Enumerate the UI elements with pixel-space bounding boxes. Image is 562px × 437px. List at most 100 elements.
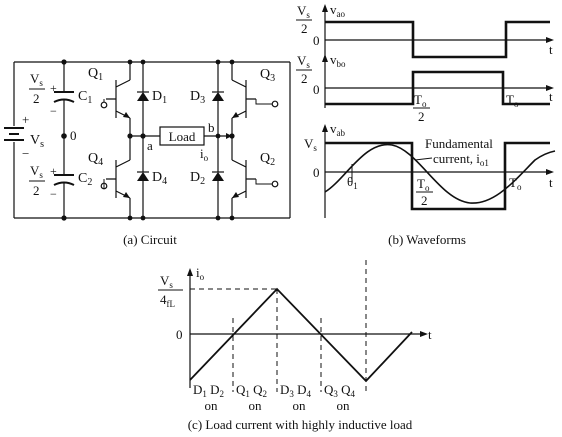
theta-label: θ1 [347,174,358,191]
d2-label: D2 [190,170,205,187]
node-b-label: b [208,120,215,135]
vab-zero: 0 [313,165,320,180]
io-axis-label: io [196,265,205,282]
fundamental-current [324,143,556,204]
q4-transistor [106,159,131,199]
vbo-zero: 0 [313,82,320,97]
cap2-bottom-plate [53,181,75,186]
node-midpoint [61,133,67,139]
vao-waveform [325,20,550,59]
interval-q1q2: Q1 Q2 [236,382,267,399]
bottom-cap-voltage: Vs 2 [29,163,45,198]
svg-text:on: on [293,398,307,413]
d3-label: D3 [190,89,205,106]
q2-gate-terminal [271,180,279,188]
left-leg-wires [129,62,160,218]
svg-text:2: 2 [33,183,40,198]
svg-text:Vs: Vs [297,53,310,70]
caption-load-current: (c) Load current with highly inductive l… [188,417,413,432]
cap1-label: C1 [78,89,92,106]
d4-label: D4 [152,170,167,187]
svg-text:2: 2 [421,193,428,208]
interval-q3q4: Q3 Q4 [324,382,356,399]
load-current-label: io [200,146,209,163]
source-label: Vs [30,133,44,150]
vbo-t: t [549,89,553,104]
midpoint-label: 0 [70,128,77,143]
vab-period: To [509,175,522,192]
vao-zero: 0 [313,33,320,48]
q3-label: Q3 [260,67,275,84]
triangular-current [189,287,413,383]
circuit-diagram: + − Vs C1 C2 + − + − Vs 2 Vs 2 0 [4,59,291,247]
load-label: Load [169,129,196,144]
q3-gate-terminal [271,100,279,108]
cap1-bottom-plate [53,98,75,103]
svg-text:on: on [249,398,263,413]
svg-text:2: 2 [33,91,40,106]
cap2-plus: + [50,164,57,178]
svg-text:current, io1: current, io1 [433,151,489,168]
q1-gate-terminal [100,101,108,109]
vab-level: Vs [304,136,317,153]
vbo-label: vbo [330,52,346,69]
vab-label: vab [330,121,345,138]
d1-label: D1 [152,89,167,106]
svg-text:Vs: Vs [30,71,43,88]
source-minus: − [22,146,29,161]
svg-text:2: 2 [301,21,308,36]
q2-transistor [231,159,256,199]
vao-label: vao [330,2,345,19]
svg-text:To: To [417,176,430,193]
caption-waveforms: (b) Waveforms [388,232,466,247]
svg-text:on: on [205,398,219,413]
vao-level: Vs 2 [296,3,312,36]
dc-source [4,126,24,142]
svg-text:Fundamental: Fundamental [425,136,493,151]
vab-half-period: To 2 [416,176,433,208]
node-top-left [61,59,67,65]
node-b [229,133,235,139]
d4-diode [137,172,149,181]
io-zero: 0 [176,327,183,342]
cap1-minus: − [50,104,57,118]
right-leg-wires [231,62,291,218]
vbo-level: Vs 2 [296,53,312,86]
interval-d1d2: D1 D2 [193,382,224,399]
cap2-label: C2 [78,171,92,188]
q1-label: Q1 [88,66,103,83]
svg-text:2: 2 [301,71,308,86]
svg-text:4fL: 4fL [160,292,175,309]
cap2-minus: − [50,187,57,201]
waveforms: vao Vs 2 0 t vbo Vs 2 0 t To 2 To [296,2,556,247]
io-t: t [428,327,432,342]
caption-circuit: (a) Circuit [123,232,177,247]
d1-diode [137,92,149,101]
node-bottom-left [61,215,67,221]
q4-label: Q4 [88,151,103,168]
vbo-half-period: To 2 [413,92,430,124]
node-a-label: a [147,138,153,153]
fundamental-annotation: Fundamental current, io1 [414,136,493,168]
vab-waveform [325,141,550,211]
d3-diode [212,92,224,101]
vab-t: t [549,175,553,190]
q2-label: Q2 [260,151,275,168]
top-cap-voltage: Vs 2 [29,71,45,106]
q3-transistor [231,79,256,119]
svg-text:on: on [337,398,351,413]
load-current-plot: io 0 t Vs 4fL D1 D2 on Q1 Q2 on D3 D4 on… [158,260,432,432]
vbo-waveform [325,70,550,106]
interval-d3d4: D3 D4 [280,382,312,399]
svg-text:Vs: Vs [160,273,173,290]
vao-t: t [549,42,553,57]
source-plus: + [22,112,29,127]
svg-text:To: To [414,92,427,109]
peak-current: Vs 4fL [158,273,183,309]
svg-text:Vs: Vs [297,3,310,20]
q1-transistor [106,79,131,119]
d2-diode [212,172,224,181]
node-a [127,133,133,139]
cap1-plus: + [50,81,57,95]
